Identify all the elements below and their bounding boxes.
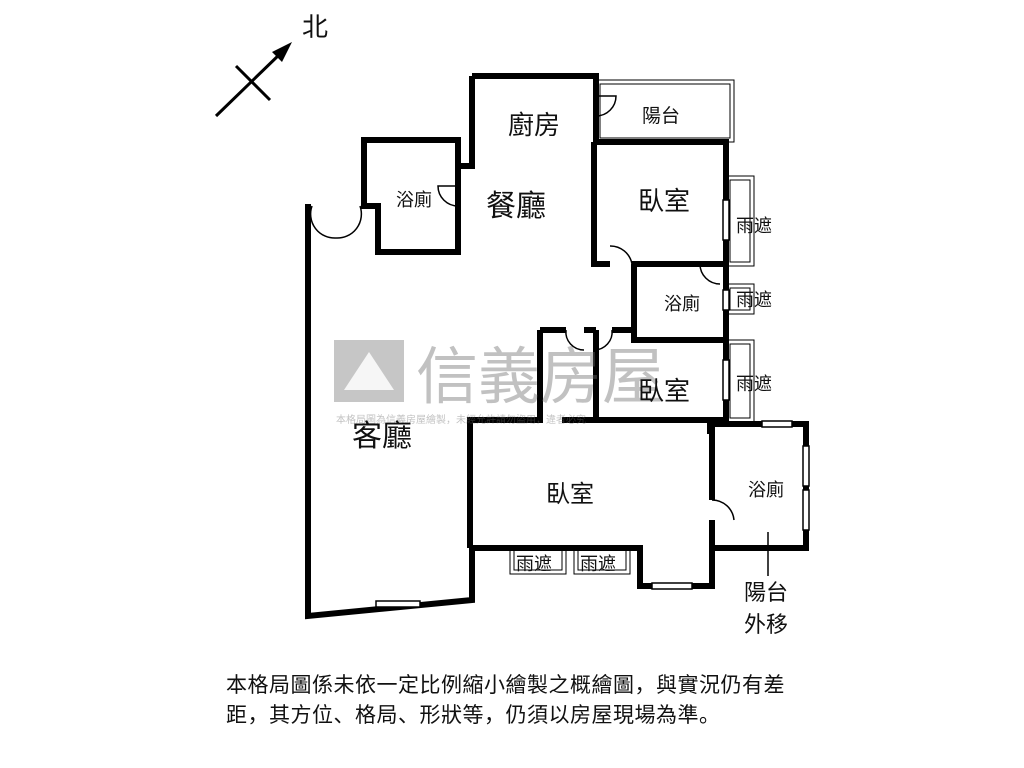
watermark-logo-icon (334, 340, 404, 402)
label-canopy-4: 雨遮 (516, 554, 552, 575)
balcony-moved-note: 陽台 外移 (744, 532, 788, 638)
label-balcony-moved-1: 陽台 (744, 581, 788, 606)
label-balcony-moved-2: 外移 (744, 613, 788, 638)
label-balcony: 陽台 (642, 105, 680, 127)
doors (309, 95, 735, 521)
windows (375, 199, 810, 608)
label-bedroom-south: 臥室 (546, 480, 594, 508)
north-compass: 北 (214, 13, 328, 118)
room-labels: 廚房 陽台 浴廁 餐廳 臥室 雨遮 浴廁 雨遮 臥室 雨遮 客廳 臥室 浴廁 雨… (352, 105, 784, 575)
label-canopy-5: 雨遮 (580, 554, 616, 575)
label-kitchen: 廚房 (508, 111, 560, 141)
label-bedroom-middle: 臥室 (638, 377, 690, 407)
watermark-brand: 信義房屋 (416, 340, 664, 413)
label-bath-middle: 浴廁 (664, 293, 700, 315)
label-bedroom-north: 臥室 (638, 187, 690, 217)
disclaimer-text: 本格局圖係未依一定比例縮小繪製之概繪圖，與實況仍有差距，其方位、格局、形狀等，仍… (226, 673, 785, 727)
label-canopy-3: 雨遮 (736, 374, 772, 395)
label-dining: 餐廳 (486, 189, 546, 224)
label-canopy-2: 雨遮 (736, 290, 772, 311)
north-label: 北 (302, 13, 328, 43)
watermark: 信義房屋 本格局圖為信義房屋繪製，未經允許請勿盜用，違者必究 (334, 340, 664, 426)
label-bath-west: 浴廁 (396, 189, 432, 211)
label-bath-east: 浴廁 (748, 479, 784, 501)
watermark-notice: 本格局圖為信義房屋繪製，未經允許請勿盜用，違者必究 (336, 413, 586, 426)
label-canopy-1: 雨遮 (736, 216, 772, 237)
label-living: 客廳 (352, 419, 412, 454)
